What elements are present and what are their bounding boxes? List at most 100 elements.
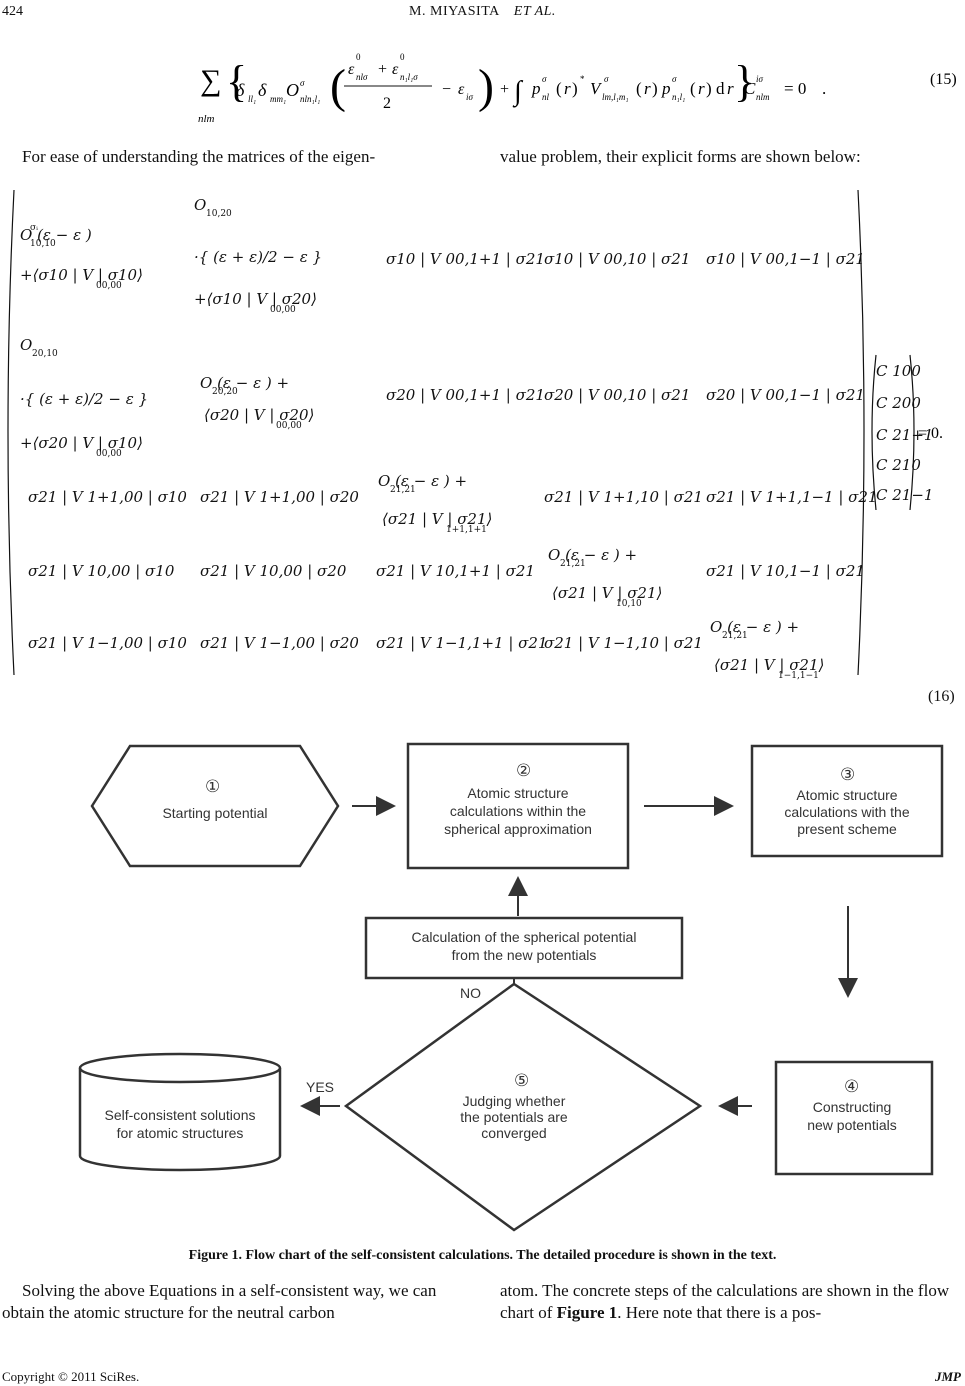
svg-text:21,21: 21,21 — [560, 559, 586, 569]
svg-text:converged: converged — [481, 1125, 546, 1141]
svg-text:δ: δ — [236, 80, 245, 100]
svg-text:10,10: 10,10 — [616, 599, 642, 609]
figure-caption: Figure 1. Flow chart of the self-consist… — [188, 1248, 777, 1263]
svg-text:Starting potential: Starting potential — [162, 805, 267, 821]
copyright: Copyright © 2011 SciRes. — [2, 1369, 140, 1384]
svg-text:r: r — [564, 79, 571, 98]
svg-text:1−1,1−1: 1−1,1−1 — [778, 671, 819, 681]
svg-text:(: ( — [330, 60, 346, 113]
matrix-left-paren — [7, 189, 15, 676]
svg-text:}: } — [734, 57, 755, 106]
svg-text:{: { — [226, 57, 247, 106]
matrix-element: σ21 | V 10,1−1 | σ21 — [706, 562, 865, 580]
svg-text:δ: δ — [258, 80, 267, 100]
svg-text:spherical approximation: spherical approximation — [444, 821, 592, 837]
svg-text:O (ε − ε ): O (ε − ε ) — [20, 226, 92, 244]
intro-text-left: For ease of understanding the matrices o… — [22, 147, 376, 166]
svg-text:): ) — [572, 79, 578, 98]
header-etal: ET AL. — [513, 4, 556, 19]
svg-text:+⟨σ20 | V | σ10⟩: +⟨σ20 | V | σ10⟩ — [20, 434, 143, 452]
svg-text:iσ: iσ — [756, 74, 764, 84]
svg-text:Calculation of the spherical p: Calculation of the spherical potential — [412, 929, 637, 945]
matrix-element: σ10 | V 00,1−1 | σ21 — [706, 250, 865, 268]
svg-text:new potentials: new potentials — [807, 1117, 897, 1133]
svg-text:): ) — [652, 79, 658, 98]
diag-cell-4-4: O (ε − ε ) + 21,21 ⟨σ21 | V | σ21⟩ 10,10 — [548, 546, 662, 609]
svg-text:Self-consistent solutions: Self-consistent solutions — [105, 1107, 256, 1123]
intro-text-right: value problem, their explicit forms are … — [500, 147, 861, 166]
svg-text:⑤: ⑤ — [514, 1071, 529, 1091]
svg-text:21,21: 21,21 — [722, 631, 748, 641]
svg-text:1+1,1+1: 1+1,1+1 — [446, 525, 487, 535]
svg-text:mm₁: mm₁ — [270, 94, 286, 104]
vector-element: C 100 — [876, 362, 921, 380]
svg-text:+⟨σ10 | V | σ10⟩: +⟨σ10 | V | σ10⟩ — [20, 266, 143, 284]
svg-text:Constructing: Constructing — [813, 1099, 892, 1115]
svg-text:ε: ε — [392, 61, 399, 78]
svg-text:σ: σ — [604, 74, 609, 84]
svg-text:2: 2 — [383, 95, 391, 112]
node-spherical-potential: Calculation of the spherical potential f… — [364, 916, 684, 980]
svg-text:σ: σ — [672, 74, 677, 84]
matrix-element: σ20 | V 00,10 | σ21 — [544, 386, 690, 404]
equation-15: ∑ nlm { δ ll₁ δ mm₁ O σ nln₁l₁ ( ε 0 nlσ… — [198, 52, 957, 125]
matrix-element: σ21 | V 1−1,00 | σ10 — [28, 634, 187, 652]
vector-element: C 200 — [876, 394, 921, 412]
svg-text:⟨σ21 | V | σ21⟩: ⟨σ21 | V | σ21⟩ — [552, 584, 662, 602]
svg-text:21,21: 21,21 — [390, 485, 416, 495]
svg-text:r: r — [727, 79, 734, 98]
svg-text:∑: ∑ — [200, 64, 221, 97]
svg-text:O (ε − ε ) +: O (ε − ε ) + — [200, 374, 289, 392]
matrix-element: σ21 | V 10,00 | σ20 — [200, 562, 347, 580]
svg-text:σᵢ: σᵢ — [30, 223, 38, 233]
svg-text:10,10: 10,10 — [30, 239, 56, 249]
svg-text:+: + — [378, 61, 387, 78]
vector-element: C 21+1 — [876, 426, 933, 444]
diag-cell-5-5: O (ε − ε ) + 21,21 ⟨σ21 | V | σ21⟩ 1−1,1… — [710, 618, 824, 681]
svg-text:20,20: 20,20 — [212, 387, 238, 397]
svg-text:(: ( — [690, 79, 696, 98]
svg-text:r: r — [698, 79, 705, 98]
svg-text:r: r — [644, 79, 651, 98]
svg-text:ll₁: ll₁ — [248, 94, 256, 104]
svg-text:calculations within the: calculations within the — [450, 803, 586, 819]
svg-text:C: C — [744, 79, 756, 98]
matrix-element: σ21 | V 1+1,00 | σ10 — [28, 488, 187, 506]
eq16-label: (16) — [928, 688, 955, 705]
svg-text:0: 0 — [400, 52, 405, 62]
node-constructing-potentials: ④ Constructing new potentials — [774, 1060, 934, 1176]
svg-text:O: O — [286, 80, 299, 100]
flowchart: ① Starting potential ② Atomic structure … — [78, 742, 944, 1232]
matrix-element: σ21 | V 1−1,1+1 | σ21 — [376, 634, 548, 652]
header-authors: M. MIYASITA — [409, 4, 500, 19]
matrix-element: σ21 | V 1+1,1−1 | σ21 — [706, 488, 878, 506]
svg-text:00,00: 00,00 — [96, 281, 122, 291]
svg-text:V: V — [590, 79, 603, 98]
svg-text:O: O — [194, 196, 206, 214]
svg-text:①: ① — [205, 777, 220, 797]
svg-text:n₁l₁σ: n₁l₁σ — [400, 72, 418, 82]
matrix-element: σ10 | V 00,10 | σ21 — [544, 250, 690, 268]
node-convergence-check: ⑤ Judging whether the potentials are con… — [343, 982, 703, 1232]
svg-text:③: ③ — [840, 765, 855, 785]
svg-text:from the new potentials: from the new potentials — [452, 947, 597, 963]
eq16-rhs: = 0. — [918, 425, 943, 442]
svg-text:00,00: 00,00 — [270, 305, 296, 315]
svg-text:O: O — [20, 336, 32, 354]
svg-text:nln₁l₁: nln₁l₁ — [300, 94, 320, 104]
svg-text:ε: ε — [458, 81, 465, 98]
svg-text:ε: ε — [348, 61, 355, 78]
svg-text:nlm: nlm — [756, 92, 770, 102]
node-spherical-approximation: ② Atomic structure calculations within t… — [406, 742, 630, 870]
svg-text:): ) — [478, 60, 494, 113]
svg-text:.: . — [822, 79, 826, 98]
svg-text:calculations with the: calculations with the — [784, 804, 910, 820]
svg-text:for atomic structures: for atomic structures — [117, 1125, 244, 1141]
matrix-element: σ21 | V 10,1+1 | σ21 — [376, 562, 535, 580]
svg-text:0: 0 — [356, 52, 361, 62]
matrix-element: σ10 | V 00,1+1 | σ21 — [386, 250, 545, 268]
diag-cell-1-1: O (ε − ε ) σᵢ 10,10 +⟨σ10 | V | σ10⟩ 00,… — [20, 223, 143, 291]
cell-1-2: O 10,20 ·{ (ε + ε)/2 − ε } +⟨σ10 | V | σ… — [194, 196, 322, 315]
matrix-element: σ20 | V 00,1−1 | σ21 — [706, 386, 865, 404]
matrix-right-paren — [857, 189, 865, 676]
